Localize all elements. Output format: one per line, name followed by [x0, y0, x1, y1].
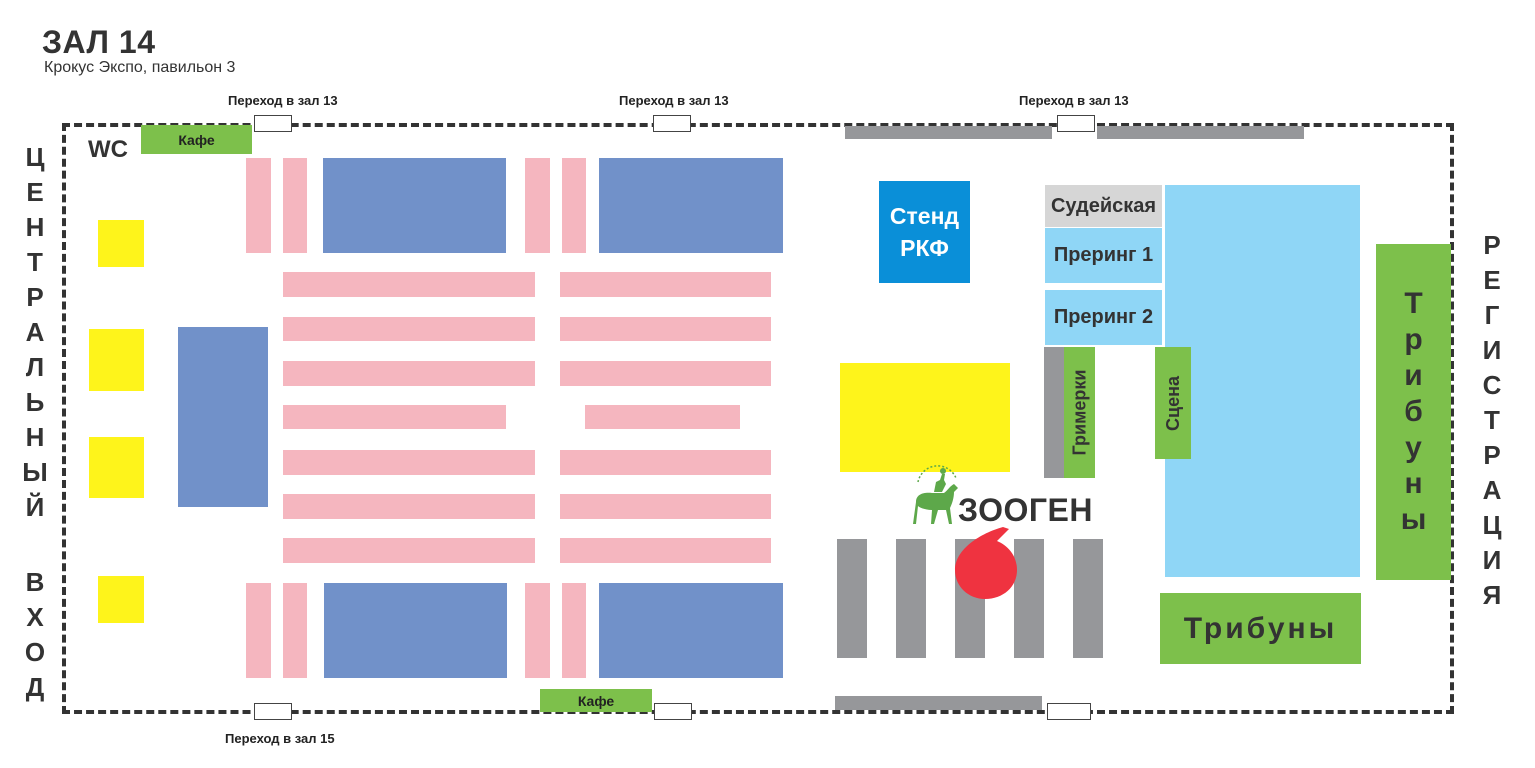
- stage[interactable]: Сцена: [1155, 347, 1191, 459]
- stage-label: Сцена: [1162, 375, 1183, 431]
- door-top-3[interactable]: [1057, 115, 1095, 132]
- booth-pink-h[interactable]: [560, 272, 771, 297]
- booth-pink-h[interactable]: [283, 405, 506, 429]
- registration-label: РЕГИСТРАЦИЯ: [1482, 230, 1502, 610]
- stand-rkf-label-2: РКФ: [900, 235, 949, 261]
- gray-bar-bottom[interactable]: [835, 696, 1042, 710]
- dressing-rooms-gray[interactable]: [1044, 347, 1064, 478]
- dressing-rooms-label: Гримерки: [1069, 369, 1090, 456]
- yellow-zone-left-1[interactable]: [98, 220, 144, 267]
- door-top-2[interactable]: [653, 115, 691, 132]
- tribunes-horizontal[interactable]: Трибуны: [1160, 593, 1361, 664]
- cafe-bottom[interactable]: Кафе: [540, 689, 652, 712]
- judges-room-label: Судейская: [1050, 194, 1157, 217]
- prering-2[interactable]: Преринг 2: [1045, 290, 1162, 345]
- passage-label-top-3: Переход в зал 13: [1019, 93, 1129, 108]
- door-bottom-1[interactable]: [254, 703, 292, 720]
- gray-seating-bar[interactable]: [1073, 539, 1103, 658]
- sponsor-name: ЗООГЕН: [958, 492, 1093, 528]
- booth-pink-h[interactable]: [560, 450, 771, 475]
- hall-title: ЗАЛ 14: [42, 24, 156, 60]
- booth-blue[interactable]: [599, 583, 783, 678]
- tribunes-vertical-label: Трибуны: [1400, 287, 1427, 536]
- booth-pink-h[interactable]: [560, 494, 771, 519]
- cafe-top[interactable]: Кафе: [141, 125, 252, 154]
- booth-pink-h[interactable]: [560, 538, 771, 563]
- horse-rider-icon: [913, 465, 958, 524]
- yellow-zone-left-3[interactable]: [89, 437, 144, 498]
- passage-label-top-2: Переход в зал 13: [619, 93, 729, 108]
- dressing-rooms[interactable]: Гримерки: [1064, 347, 1095, 478]
- door-bottom-2[interactable]: [654, 703, 692, 720]
- yellow-zone-center[interactable]: [840, 363, 1010, 472]
- main-ring[interactable]: [1165, 185, 1360, 577]
- prering-1-label: Преринг 1: [1053, 244, 1154, 266]
- judges-room[interactable]: Судейская: [1045, 185, 1162, 227]
- booth-pink-v[interactable]: [525, 583, 550, 678]
- hall-boundary: [62, 123, 1454, 714]
- prering-1[interactable]: Преринг 1: [1045, 228, 1162, 283]
- booth-pink-v[interactable]: [283, 583, 307, 678]
- door-bottom-3[interactable]: [1047, 703, 1091, 720]
- booth-pink-h[interactable]: [283, 272, 535, 297]
- booth-pink-v[interactable]: [246, 583, 271, 678]
- wc-label: WC: [88, 136, 128, 163]
- hall-subtitle: Крокус Экспо, павильон 3: [44, 59, 236, 76]
- booth-pink-h[interactable]: [283, 317, 535, 341]
- central-entrance-label-2: ВХОД: [24, 567, 46, 702]
- stand-rkf-label-1: Стенд: [889, 203, 960, 229]
- booth-pink-h[interactable]: [560, 317, 771, 341]
- yellow-zone-left-4[interactable]: [98, 576, 144, 623]
- prering-2-label: Преринг 2: [1053, 306, 1154, 328]
- central-entrance-label: ЦЕНТРАЛЬНЫЙ: [22, 142, 48, 522]
- gray-bar-top-2[interactable]: [1097, 126, 1304, 139]
- booth-pink-v[interactable]: [246, 158, 271, 253]
- door-top-1[interactable]: [254, 115, 292, 132]
- booth-pink-h[interactable]: [283, 361, 535, 386]
- booth-blue[interactable]: [323, 158, 506, 253]
- booth-pink-v[interactable]: [283, 158, 307, 253]
- booth-pink-h[interactable]: [283, 450, 535, 475]
- tribunes-horizontal-label: Трибуны: [1183, 611, 1338, 645]
- gray-bar-top-1[interactable]: [845, 126, 1052, 139]
- gray-seating-bar[interactable]: [896, 539, 926, 658]
- red-drop-icon: [955, 527, 1017, 599]
- stand-rkf[interactable]: Стенд РКФ: [879, 181, 970, 283]
- booth-pink-h[interactable]: [585, 405, 740, 429]
- booth-blue-left[interactable]: [178, 327, 268, 507]
- booth-pink-v[interactable]: [525, 158, 550, 253]
- yellow-zone-left-2[interactable]: [89, 329, 144, 391]
- booth-pink-v[interactable]: [562, 158, 586, 253]
- booth-pink-h[interactable]: [560, 361, 771, 386]
- cafe-top-label: Кафе: [178, 131, 215, 148]
- gray-seating-bar[interactable]: [1014, 539, 1044, 658]
- gray-seating-bar[interactable]: [837, 539, 867, 658]
- booth-pink-h[interactable]: [283, 494, 535, 519]
- booth-blue[interactable]: [599, 158, 783, 253]
- booth-pink-v[interactable]: [562, 583, 586, 678]
- cafe-bottom-label: Кафе: [577, 692, 615, 709]
- passage-label-top-1: Переход в зал 13: [228, 93, 338, 108]
- booth-blue[interactable]: [324, 583, 507, 678]
- passage-label-bottom: Переход в зал 15: [225, 731, 335, 746]
- tribunes-vertical[interactable]: Трибуны: [1376, 244, 1451, 580]
- booth-pink-h[interactable]: [283, 538, 535, 563]
